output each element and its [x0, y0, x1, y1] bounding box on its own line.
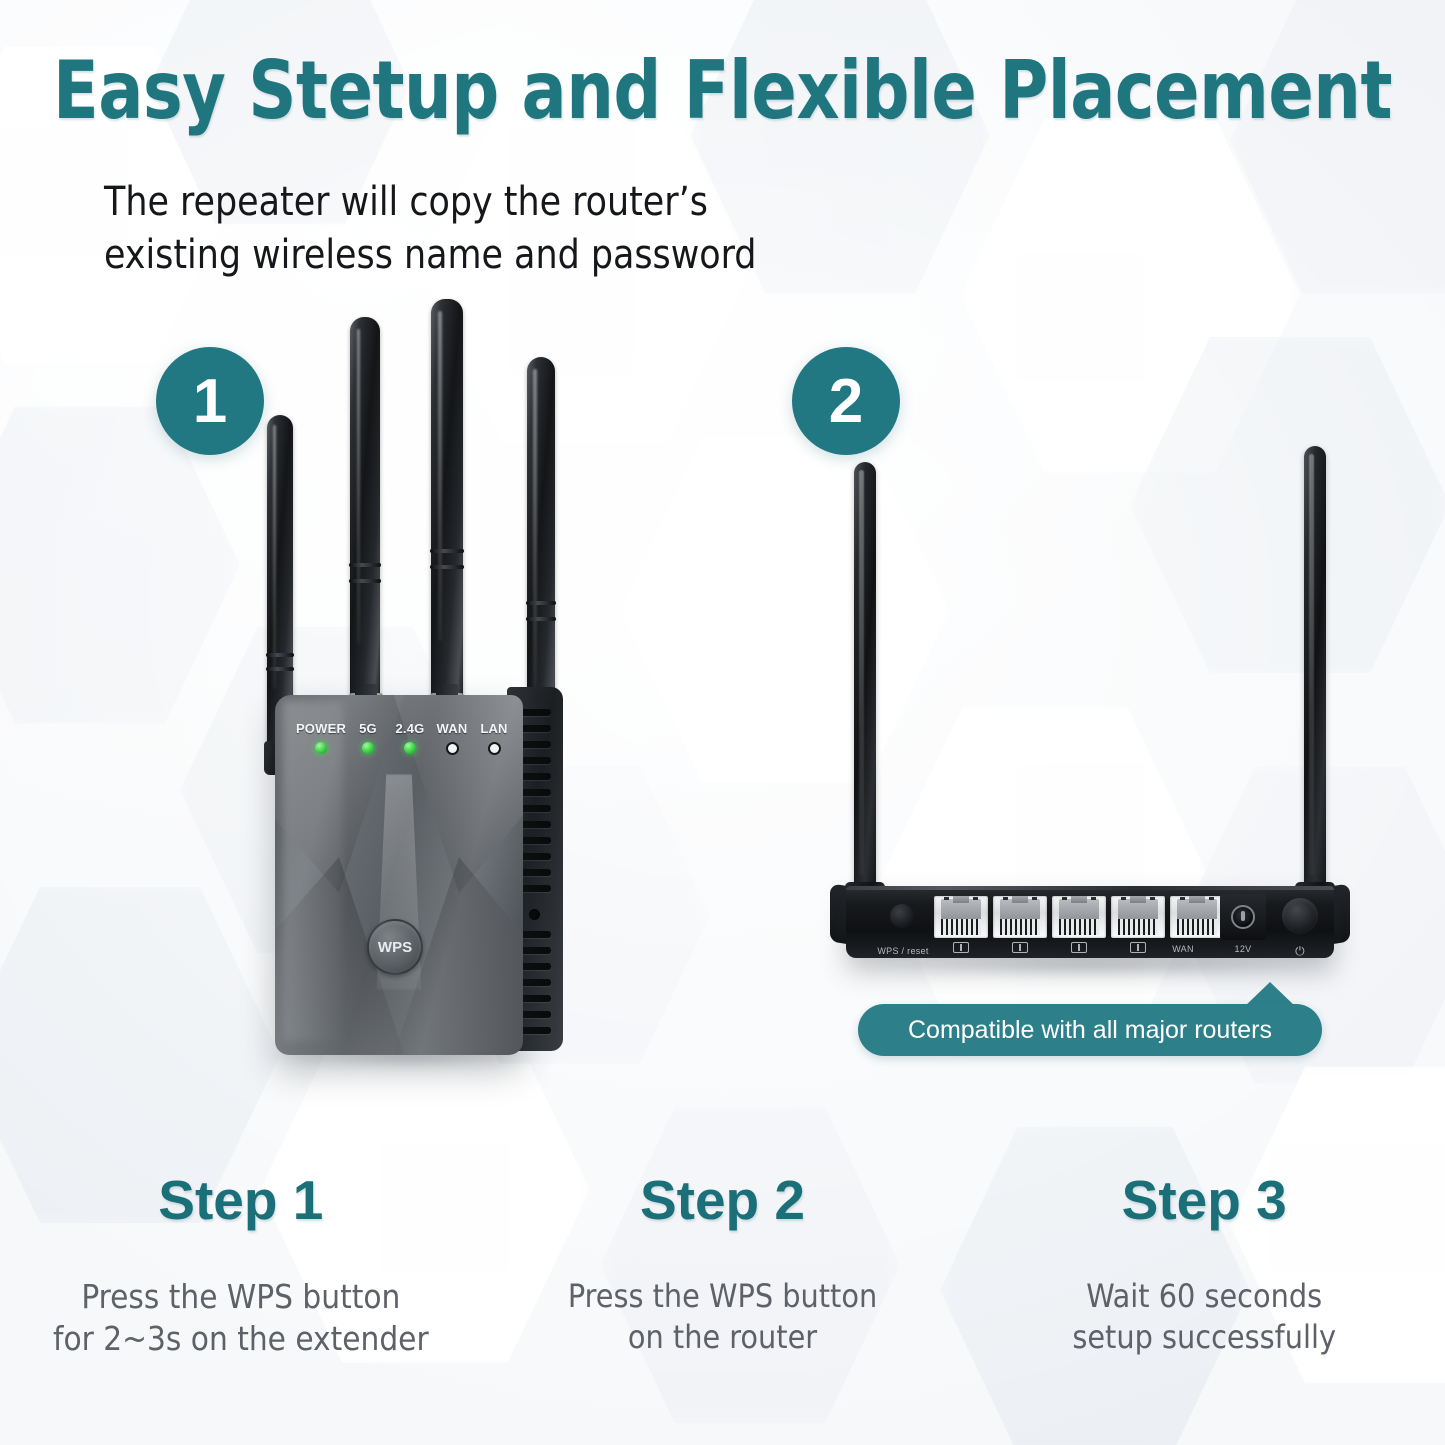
led-dot-icon — [445, 742, 459, 755]
step-column-1: Step 1 Press the WPS button for 2~3s on … — [0, 1168, 482, 1360]
router-wps-reset-label: WPS / reset — [877, 946, 929, 956]
antenna-ring — [349, 563, 381, 567]
router-antenna — [854, 462, 876, 898]
antenna-ring — [349, 579, 381, 583]
repeater-wps-button[interactable]: WPS — [367, 919, 423, 975]
antenna-rod — [350, 317, 380, 711]
power-button-icon: ⏻ — [1295, 944, 1305, 958]
repeater-body: POWER 5G 2.4G WAN LAN — [275, 695, 523, 1055]
page-title: Easy Stetup and Flexible Placement — [52, 44, 1393, 137]
led-dot-icon — [362, 742, 374, 754]
body-gloss — [283, 701, 343, 1041]
step-1-heading: Step 1 — [158, 1169, 324, 1231]
led-dot-icon — [487, 742, 501, 755]
compat-banner-arrow-icon — [1243, 982, 1297, 1008]
antenna-ring — [430, 565, 464, 569]
router-antenna — [1304, 446, 1326, 898]
wifi-router-image: WPS / reset WAN 12V — [830, 430, 1350, 990]
step-3-text: Wait 60 seconds setup successfully — [1072, 1277, 1337, 1356]
antenna-ring — [526, 617, 556, 621]
step-3-heading: Step 3 — [1121, 1169, 1287, 1231]
repeater-led-panel: POWER 5G 2.4G WAN LAN — [295, 721, 515, 755]
step-column-3: Step 3 Wait 60 seconds setup successfull… — [963, 1168, 1445, 1360]
lan-port-icon-3 — [1071, 942, 1087, 953]
compat-banner: Compatible with all major routers — [858, 1004, 1322, 1056]
step-column-2: Step 2 Press the WPS button on the route… — [482, 1168, 964, 1360]
lan-port-icon-2 — [1012, 942, 1028, 953]
antenna-ring — [266, 653, 294, 657]
step-2-heading: Step 2 — [639, 1169, 806, 1231]
antenna-ring — [526, 601, 556, 605]
lan-port-icon-4 — [1130, 942, 1146, 953]
router-power-jack-label: 12V — [1234, 944, 1252, 954]
power-jack-icon — [1231, 905, 1255, 929]
lan-port-icon-1 — [953, 942, 969, 953]
router-power-jack — [1220, 894, 1266, 940]
router-shadow — [860, 954, 1320, 976]
led-indicator-5g: 5G — [347, 721, 389, 754]
router-lan-port-3[interactable] — [1052, 896, 1106, 938]
reset-pinhole-icon — [529, 909, 540, 920]
router-wps-reset-button[interactable] — [890, 904, 914, 928]
router-port-bank — [934, 896, 1224, 938]
callout-badge-1: 1 — [156, 347, 264, 455]
led-indicator-lan: LAN — [473, 721, 515, 755]
led-indicator-24g: 2.4G — [389, 721, 431, 754]
led-indicator-wan: WAN — [431, 721, 473, 755]
callout-badge-2: 2 — [792, 347, 900, 455]
led-indicator-power: POWER — [295, 721, 347, 754]
repeater-antenna — [430, 299, 464, 711]
antenna-rod — [431, 299, 463, 711]
router-wan-port[interactable] — [1170, 896, 1224, 938]
router-lan-port-1[interactable] — [934, 896, 988, 938]
antenna-ring — [266, 667, 294, 671]
page-subtitle: The repeater will copy the router’s exis… — [104, 179, 757, 279]
router-wan-label: WAN — [1172, 944, 1194, 954]
led-dot-icon — [404, 742, 416, 754]
antenna-rod — [267, 415, 293, 745]
router-lan-port-4[interactable] — [1111, 896, 1165, 938]
router-power-button[interactable] — [1282, 898, 1318, 934]
led-dot-icon — [315, 742, 327, 754]
step-1-text: Press the WPS button for 2~3s on the ext… — [53, 1277, 429, 1359]
router-lan-port-2[interactable] — [993, 896, 1047, 938]
wifi-repeater-image: RESET POWER 5G — [245, 295, 615, 1075]
antenna-ring — [430, 549, 464, 553]
repeater-antenna — [349, 317, 381, 711]
step-2-text: Press the WPS button on the router — [567, 1277, 878, 1356]
steps-row: Step 1 Press the WPS button for 2~3s on … — [0, 1168, 1445, 1360]
